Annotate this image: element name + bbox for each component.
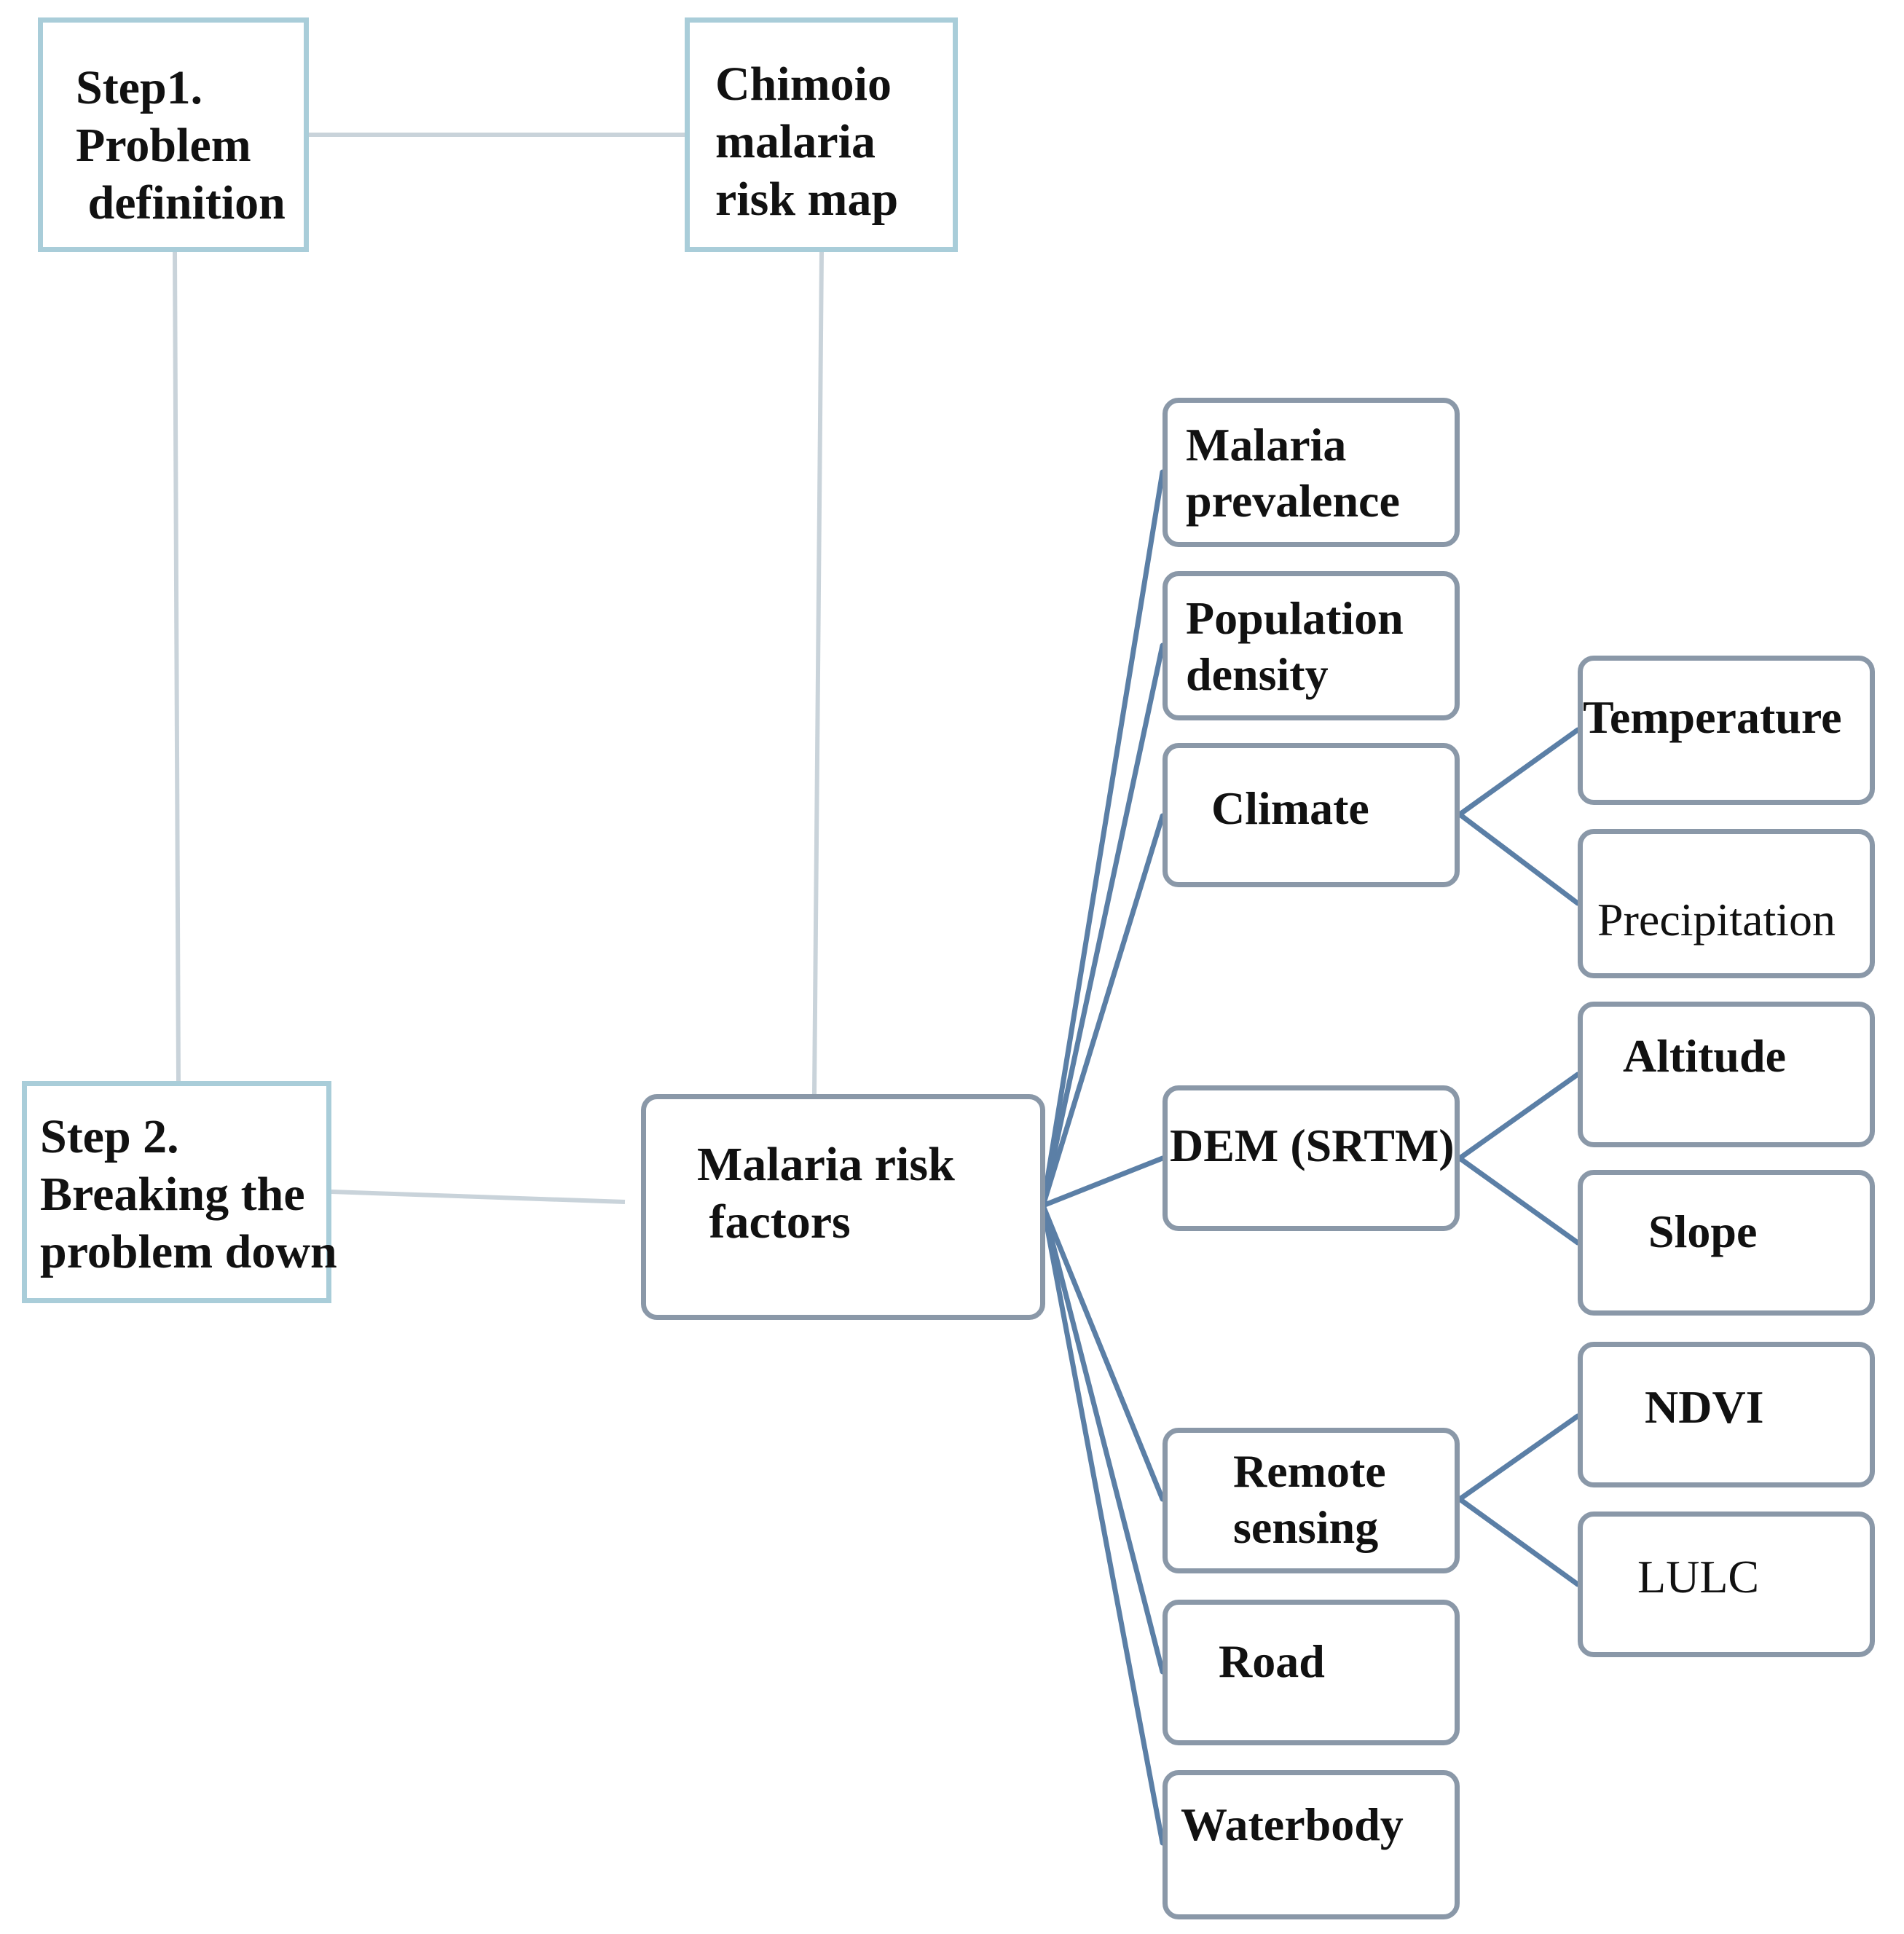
node-step1-label: Step1. Problem definition xyxy=(76,61,286,230)
node-lulc-label: LULC xyxy=(1637,1551,1760,1603)
node-dem-srtm-label: DEM (SRTM) xyxy=(1170,1120,1455,1171)
node-chimoio-label: Chimoio malaria risk map xyxy=(715,58,899,227)
node-remote-sensing: Remote sensing xyxy=(1163,1428,1460,1573)
node-malaria-prevalence-label: Malaria prevalence xyxy=(1186,419,1400,527)
node-ndvi-label: NDVI xyxy=(1645,1381,1764,1433)
node-dem-srtm: DEM (SRTM) xyxy=(1163,1085,1460,1231)
connector-climate-precipitation xyxy=(1457,811,1581,906)
node-slope: Slope xyxy=(1578,1170,1875,1316)
node-altitude: Altitude xyxy=(1578,1002,1875,1147)
connector-dem-altitude xyxy=(1457,1072,1581,1161)
node-temperature: Temperature xyxy=(1578,656,1875,805)
connector-risk-waterbody xyxy=(1040,1203,1165,1846)
node-lulc: LULC xyxy=(1578,1512,1875,1657)
node-precipitation: Precipitation xyxy=(1578,829,1875,978)
node-population-density-label: Population density xyxy=(1186,592,1404,700)
connector-remote-lulc xyxy=(1457,1496,1581,1587)
node-slope-label: Slope xyxy=(1648,1206,1758,1257)
node-climate: Climate xyxy=(1163,743,1460,887)
node-risk-factors-label: Malaria risk factors xyxy=(697,1138,955,1249)
connector-chimoio-risk xyxy=(812,251,824,1095)
connector-risk-remote xyxy=(1040,1203,1165,1502)
node-climate-label: Climate xyxy=(1211,782,1369,834)
connector-climate-temperature xyxy=(1457,727,1581,817)
node-chimoio: Chimoio malaria risk map xyxy=(685,17,958,252)
node-road-label: Road xyxy=(1219,1635,1325,1687)
node-waterbody: Waterbody xyxy=(1163,1770,1460,1919)
connector-step1-step2 xyxy=(173,251,181,1082)
node-risk-factors: Malaria risk factors xyxy=(641,1094,1045,1320)
node-step2: Step 2. Breaking the problem down xyxy=(22,1081,337,1303)
connector-step2-risk xyxy=(331,1190,626,1204)
node-step2-label: Step 2. Breaking the problem down xyxy=(40,1110,337,1279)
connectors-dark xyxy=(1040,469,1581,1846)
node-altitude-label: Altitude xyxy=(1623,1030,1786,1082)
connector-risk-dem xyxy=(1040,1155,1165,1208)
connector-risk-road xyxy=(1040,1203,1165,1675)
node-step1: Step1. Problem definition xyxy=(38,17,309,252)
connector-remote-ndvi xyxy=(1457,1413,1581,1502)
node-malaria-prevalence: Malaria prevalence xyxy=(1163,398,1460,547)
node-remote-sensing-label: Remote sensing xyxy=(1233,1445,1386,1553)
connector-dem-slope xyxy=(1457,1155,1581,1246)
node-ndvi: NDVI xyxy=(1578,1342,1875,1487)
node-temperature-label: Temperature xyxy=(1583,691,1842,743)
connectors-light xyxy=(173,133,824,1204)
node-road: Road xyxy=(1163,1600,1460,1745)
node-waterbody-label: Waterbody xyxy=(1181,1799,1404,1850)
connector-risk-population xyxy=(1040,642,1165,1208)
connector-risk-prevalence xyxy=(1040,469,1165,1208)
node-precipitation-label: Precipitation xyxy=(1597,894,1836,946)
node-population-density: Population density xyxy=(1163,571,1460,720)
connector-risk-climate xyxy=(1040,813,1165,1208)
